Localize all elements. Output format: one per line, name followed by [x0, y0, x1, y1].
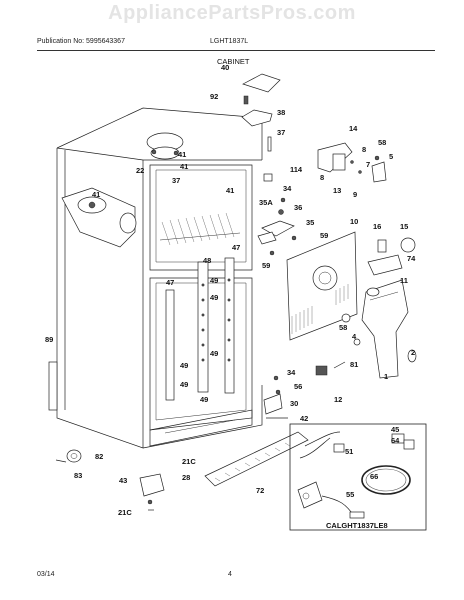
callout-74: 74 — [407, 254, 416, 263]
callout-47-right: 47 — [232, 243, 241, 252]
callout-38: 38 — [277, 108, 286, 117]
top-controls-group — [241, 73, 387, 256]
callout-114: 114 — [290, 165, 303, 174]
callout-58-top: 58 — [378, 138, 387, 147]
callout-15: 15 — [400, 222, 409, 231]
callout-81: 81 — [350, 360, 359, 369]
callout-40: 40 — [221, 63, 230, 72]
callout-8-top: 8 — [362, 145, 367, 154]
callout-36: 36 — [294, 203, 303, 212]
rear-panel-assembly — [263, 231, 417, 419]
callout-64: 64 — [391, 436, 400, 445]
callout-8-left: 8 — [320, 173, 325, 182]
callout-58-mid: 58 — [339, 323, 348, 332]
callout-41-right: 41 — [226, 186, 235, 195]
callout-28: 28 — [182, 473, 191, 482]
callout-41-top: 41 — [178, 150, 187, 159]
callout-89: 89 — [45, 335, 54, 344]
callout-51: 51 — [345, 447, 354, 456]
callout-37: 37 — [277, 128, 286, 137]
callout-82: 82 — [95, 452, 104, 461]
callout-21c-top: 21C — [182, 457, 196, 466]
callout-49-e: 49 — [180, 380, 189, 389]
callout-10: 10 — [350, 217, 359, 226]
callout-49-b: 49 — [210, 293, 219, 302]
callout-43: 43 — [119, 476, 128, 485]
callout-42: 42 — [300, 414, 309, 423]
callout-22: 22 — [136, 166, 145, 175]
callout-49-c: 49 — [210, 349, 219, 358]
diagram-code: CALGHT1837LE8 — [326, 521, 388, 530]
callout-59-left: 59 — [262, 261, 271, 270]
callout-2: 2 — [411, 348, 416, 357]
footer-date: 03/14 — [37, 571, 55, 578]
callout-35: 35 — [306, 218, 315, 227]
callout-92: 92 — [210, 92, 219, 101]
callout-16: 16 — [373, 222, 382, 231]
callout-55: 55 — [346, 490, 355, 499]
callout-9: 9 — [353, 190, 358, 199]
callout-4: 4 — [352, 332, 357, 341]
callout-49-a: 49 — [210, 276, 219, 285]
callout-1: 1 — [384, 372, 389, 381]
callout-12: 12 — [334, 395, 343, 404]
callout-72: 72 — [256, 486, 265, 495]
callout-34-top: 34 — [283, 184, 292, 193]
header-divider — [37, 50, 435, 51]
callout-7: 7 — [366, 160, 371, 169]
callout-13: 13 — [333, 186, 342, 195]
bottom-parts-group — [55, 423, 427, 531]
callout-47-left: 47 — [166, 278, 175, 287]
callout-56: 56 — [294, 382, 303, 391]
callout-48: 48 — [203, 256, 212, 265]
callout-59-right: 59 — [320, 231, 329, 240]
callout-5: 5 — [389, 152, 394, 161]
callout-49-d: 49 — [180, 361, 189, 370]
section-title: CABINET — [217, 57, 250, 66]
callout-21c-bottom: 21C — [118, 508, 132, 517]
callout-41-side: 41 — [92, 190, 101, 199]
callout-45: 45 — [391, 425, 400, 434]
publication-number: Publication No: 5995643367 — [37, 38, 125, 45]
callout-83: 83 — [74, 471, 83, 480]
callout-49-f: 49 — [200, 395, 209, 404]
callout-34-low: 34 — [287, 368, 296, 377]
callout-14: 14 — [349, 124, 358, 133]
callout-66: 66 — [370, 472, 379, 481]
callout-11: 11 — [400, 276, 408, 285]
callout-41-fan: 41 — [180, 162, 189, 171]
callout-37-inner: 37 — [172, 176, 181, 185]
watermark-text: AppliancePartsPros.com — [108, 2, 356, 24]
model-number: LGHT1837L — [210, 38, 249, 45]
callout-30: 30 — [290, 399, 299, 408]
cabinet-shell — [48, 107, 263, 449]
footer-page-number: 4 — [228, 571, 232, 578]
callout-35a: 35A — [259, 198, 273, 207]
